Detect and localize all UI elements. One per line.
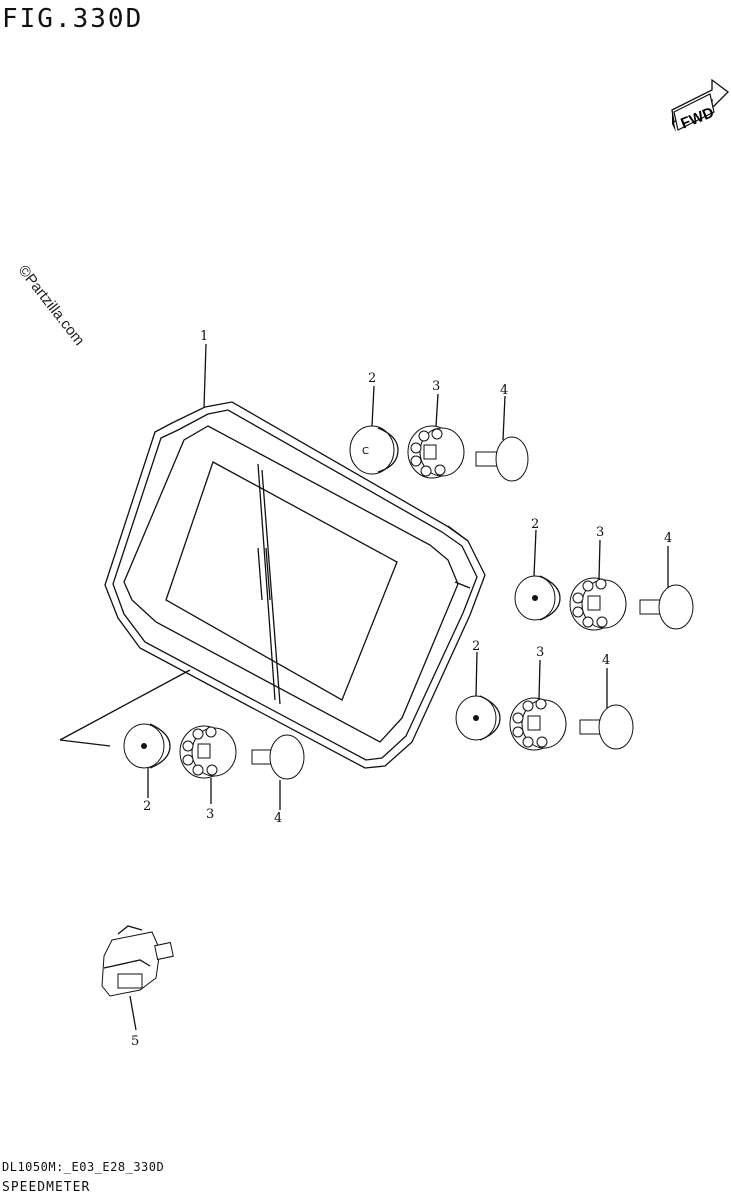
callout-3: 3	[596, 525, 604, 540]
callout-3: 3	[206, 807, 214, 822]
callout-2: 2	[368, 371, 376, 386]
callout-5-connector: 5	[131, 1034, 139, 1049]
callout-1-meter: 1	[200, 329, 208, 344]
leader-lines	[147, 343, 669, 810]
figure-label: FIG.330D	[2, 4, 144, 34]
callout-2: 2	[531, 517, 539, 532]
callout-3: 3	[536, 645, 544, 660]
callout-3: 3	[432, 379, 440, 394]
speedometer-assembly[interactable]	[59, 401, 486, 769]
callout-4: 4	[274, 811, 282, 826]
fwd-arrow-icon: FWD	[671, 78, 729, 133]
mount-set-d[interactable]	[123, 723, 305, 780]
connector-part[interactable]	[101, 925, 174, 1031]
callout-4: 4	[500, 383, 508, 398]
mount-set-a[interactable]: C	[349, 425, 529, 482]
svg-text:C: C	[362, 446, 369, 457]
callout-4: 4	[602, 653, 610, 668]
part-name: SPEEDMETER	[2, 1180, 91, 1195]
mount-set-b[interactable]	[514, 575, 694, 631]
callout-4: 4	[664, 531, 672, 546]
callout-2: 2	[143, 799, 151, 814]
mount-set-c[interactable]	[455, 695, 634, 751]
callout-2: 2	[472, 639, 480, 654]
model-code: DL1050M:_E03_E28_330D	[2, 1160, 165, 1174]
